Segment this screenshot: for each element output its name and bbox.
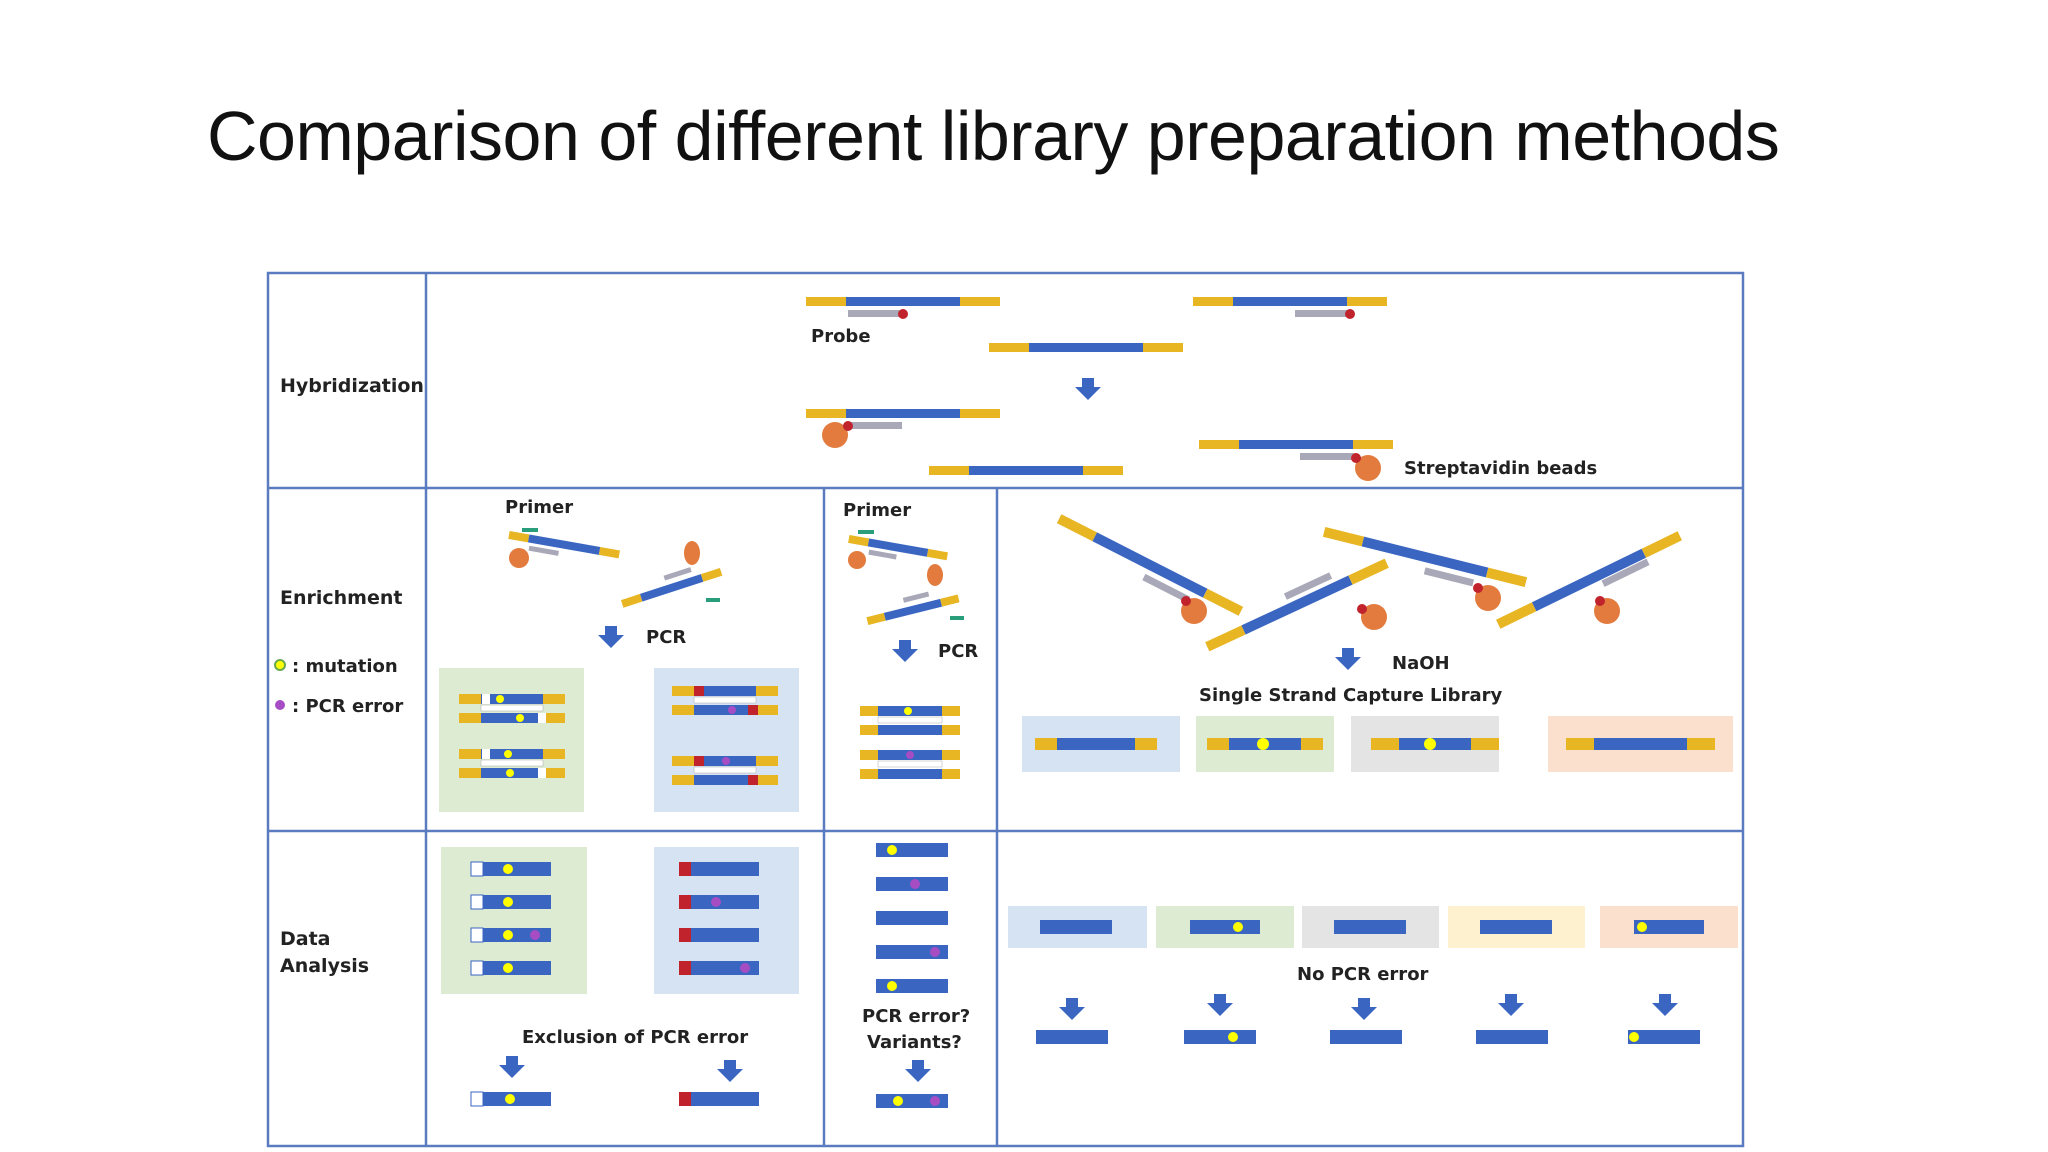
naoh-label: NaOH: [1392, 653, 1450, 674]
col3-arrow-2: [1207, 994, 1233, 1016]
mutation-legend-label: : mutation: [292, 656, 398, 677]
slide-title: Comparison of different library preparat…: [207, 97, 1780, 175]
single-strand-capture-library-label: Single Strand Capture Library: [1199, 685, 1502, 706]
pcr-error-legend-dot: [275, 700, 285, 710]
naoh-arrow: [1335, 648, 1361, 670]
primer-label-2: Primer: [843, 500, 911, 521]
exclusion-arrow-left: [499, 1056, 525, 1078]
pcr-arrow-2: [892, 640, 918, 662]
col3-arrow-5: [1652, 994, 1678, 1016]
mutation-legend-dot: [274, 659, 286, 671]
enrichment-col1-strands: [508, 528, 723, 608]
reads-col2: [876, 843, 948, 993]
col3-arrow-3: [1351, 998, 1377, 1020]
duplex-molecules-green: [459, 694, 565, 778]
pcr-arrow-1: [598, 626, 624, 648]
row-label-analysis: Analysis: [280, 955, 369, 977]
duplex-panel-green: [439, 668, 584, 812]
col3-arrow-4: [1498, 994, 1524, 1016]
pcr-error-legend-label: : PCR error: [292, 696, 403, 717]
hybridization-arrow: [1075, 378, 1101, 400]
no-pcr-error-label: No PCR error: [1297, 964, 1429, 985]
ss-library-panels: [1022, 716, 1733, 772]
duplex-molecules-col2: [860, 706, 960, 779]
reads-green: [470, 861, 551, 976]
row-label-data: Data: [280, 928, 331, 950]
consensus-read-col2: [876, 1094, 948, 1108]
col3-arrow-1: [1059, 998, 1085, 1020]
pcr-error-question-label: PCR error?: [862, 1006, 970, 1027]
pcr-label-2: PCR: [938, 641, 978, 662]
table-grid: [266, 271, 1745, 1148]
row-label-enrichment: Enrichment: [280, 587, 402, 609]
exclusion-arrow-right: [717, 1060, 743, 1082]
read-panels-col3: [1008, 906, 1738, 948]
pcr-label-1: PCR: [646, 627, 686, 648]
row-label-hybridization: Hybridization: [280, 375, 424, 397]
primer-label-1: Primer: [505, 497, 573, 518]
streptavidin-beads-label: Streptavidin beads: [1404, 458, 1597, 479]
col2-arrow: [905, 1060, 931, 1082]
consensus-reads-col1: [470, 1091, 759, 1107]
variants-question-label: Variants?: [867, 1032, 962, 1053]
reads-blue: [679, 862, 759, 975]
enrichment-col3-strands: [1056, 514, 1682, 652]
probe-label: Probe: [811, 326, 871, 347]
enrichment-col2-strands: [848, 530, 964, 626]
hybridization-strands: [806, 297, 1393, 481]
exclusion-of-pcr-error-label: Exclusion of PCR error: [522, 1027, 748, 1048]
duplex-molecules-blue: [672, 686, 778, 785]
consensus-reads-col3: [1036, 1030, 1700, 1044]
